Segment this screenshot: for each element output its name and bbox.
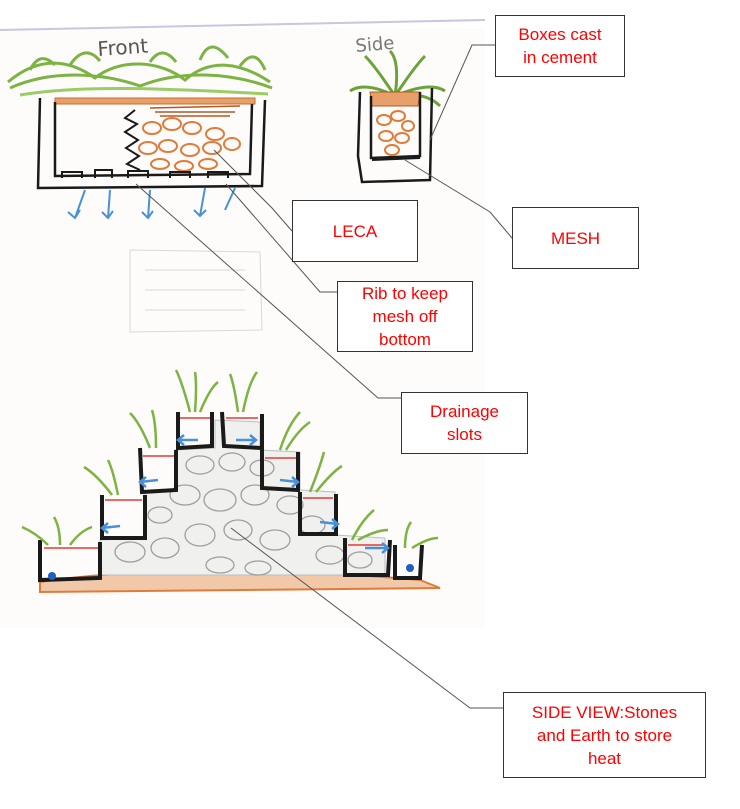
- front-label: Front: [97, 34, 149, 61]
- side-mesh: [371, 157, 421, 161]
- side-box: [356, 87, 434, 184]
- callout-leca: LECA: [292, 200, 418, 262]
- pyramid-drain-dot-right: [406, 564, 414, 572]
- callout-boxes-cast-in-cement: Boxes cast in cement: [495, 15, 625, 77]
- leader-rib: [225, 183, 337, 293]
- side-soil: [369, 91, 421, 107]
- front-ribs: [61, 169, 229, 178]
- front-box: [36, 97, 267, 190]
- callout-mesh: MESH: [512, 207, 639, 269]
- callout-drainage-slots: Drainage slots: [401, 392, 528, 454]
- callout-side-view: SIDE VIEW:Stones and Earth to store heat: [503, 692, 706, 778]
- front-leca-balls: [138, 117, 241, 172]
- side-view-sketch: Side: [349, 33, 446, 184]
- side-label: Side: [355, 33, 396, 57]
- side-leca-balls: [376, 110, 415, 156]
- front-grass: [7, 45, 273, 97]
- side-grass: [349, 49, 446, 108]
- callout-rib: Rib to keep mesh off bottom: [337, 281, 473, 352]
- leader-lines: [135, 44, 513, 709]
- leader-side-view: [230, 527, 503, 709]
- pyramid-soil-lines: [44, 417, 386, 549]
- pyramid-side-view-sketch: [21, 369, 441, 594]
- pyramid-stones: [114, 452, 373, 576]
- pyramid-drain-dot-left: [48, 572, 56, 580]
- pyramid-boxes: [38, 411, 424, 583]
- paper-edge: [0, 19, 486, 31]
- leader-leca: [213, 149, 293, 232]
- leader-mesh: [404, 159, 513, 239]
- front-mesh-zigzag: [123, 109, 141, 171]
- leader-drainage: [135, 183, 401, 399]
- front-soil: [54, 97, 256, 105]
- pencil-ghost-marks: [129, 249, 263, 333]
- front-view-sketch: Front: [7, 34, 273, 220]
- leader-boxes: [429, 44, 495, 141]
- pyramid-plants: [21, 369, 439, 550]
- pyramid-water-arrows: [100, 434, 390, 554]
- front-soil-hatch: [149, 105, 241, 117]
